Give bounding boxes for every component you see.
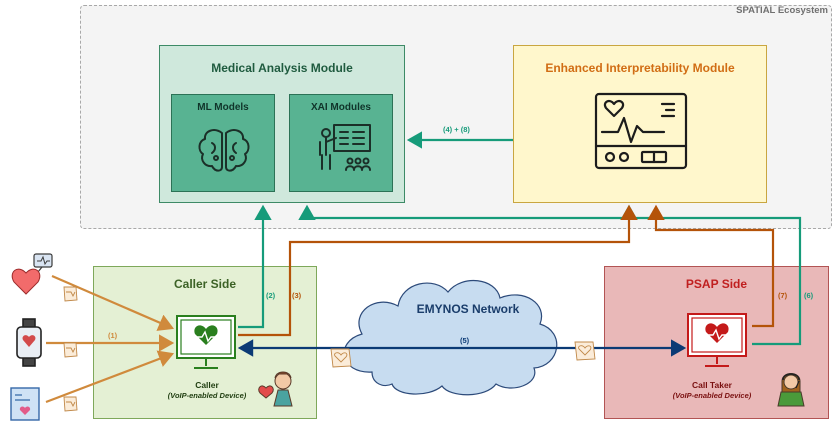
caller-person-icon	[258, 371, 293, 407]
ecosystem-label: SPATIAL Ecosystem	[736, 5, 828, 16]
enhanced-interpretability-module: Enhanced Interpretability Module	[513, 45, 767, 203]
edge-1-ecg-sheet	[45, 350, 175, 404]
brain-icon	[198, 129, 250, 172]
caller-device-caption: Caller (VoIP-enabled Device)	[152, 380, 262, 401]
edge-6-line	[298, 204, 802, 346]
edge-label-4-8: (4) + (8)	[443, 125, 470, 134]
edge-1-heart-sensor	[51, 274, 175, 331]
edge-3-line	[238, 204, 638, 337]
heart-sensor-icon	[11, 253, 53, 295]
xai-modules-submodule: XAI Modules	[289, 94, 393, 192]
call-taker-person-icon	[777, 373, 805, 407]
data-packet-icon	[330, 348, 352, 368]
presenter-board-icon	[319, 124, 371, 171]
xai-modules-label: XAI Modules	[310, 102, 371, 113]
edge-7-line	[647, 204, 775, 328]
caller-monitor-icon	[176, 315, 236, 369]
call-taker-monitor-icon	[687, 313, 747, 367]
edge-label-3: (3)	[292, 291, 302, 300]
edge-label-6: (6)	[804, 291, 814, 300]
caller-side-title: Caller Side	[173, 277, 237, 291]
ml-models-label: ML Models	[197, 102, 249, 113]
psap-side-title: PSAP Side	[685, 277, 748, 291]
data-packet-icon	[63, 286, 78, 302]
caller-device-type: (VoIP-enabled Device)	[167, 391, 247, 400]
call-taker-device-type: (VoIP-enabled Device)	[672, 391, 752, 400]
edge-label-1: (1)	[108, 331, 118, 340]
data-packet-icon	[63, 396, 78, 412]
interpretability-module-title: Enhanced Interpretability Module	[545, 61, 735, 75]
call-taker-device-name: Call Taker	[691, 380, 732, 390]
data-packet-icon	[574, 341, 596, 361]
edge-label-2: (2)	[266, 291, 276, 300]
edge-label-5: (5)	[460, 336, 470, 345]
emynos-network-cloud	[343, 279, 558, 396]
ml-models-submodule: ML Models	[171, 94, 275, 192]
smartwatch-icon	[16, 318, 42, 367]
edge-2-line	[238, 204, 272, 329]
medical-analysis-module: Medical Analysis Module ML Models XAI Mo…	[159, 45, 405, 203]
medical-monitor-icon	[594, 92, 688, 170]
emynos-network-label: EMYNOS Network	[416, 302, 520, 316]
caller-device-name: Caller	[195, 380, 219, 390]
edge-label-7: (7)	[778, 291, 788, 300]
call-taker-device-caption: Call Taker (VoIP-enabled Device)	[657, 380, 767, 401]
ecg-sheet-icon	[10, 387, 40, 421]
medical-module-title: Medical Analysis Module	[211, 61, 353, 75]
data-packet-icon	[63, 342, 78, 358]
